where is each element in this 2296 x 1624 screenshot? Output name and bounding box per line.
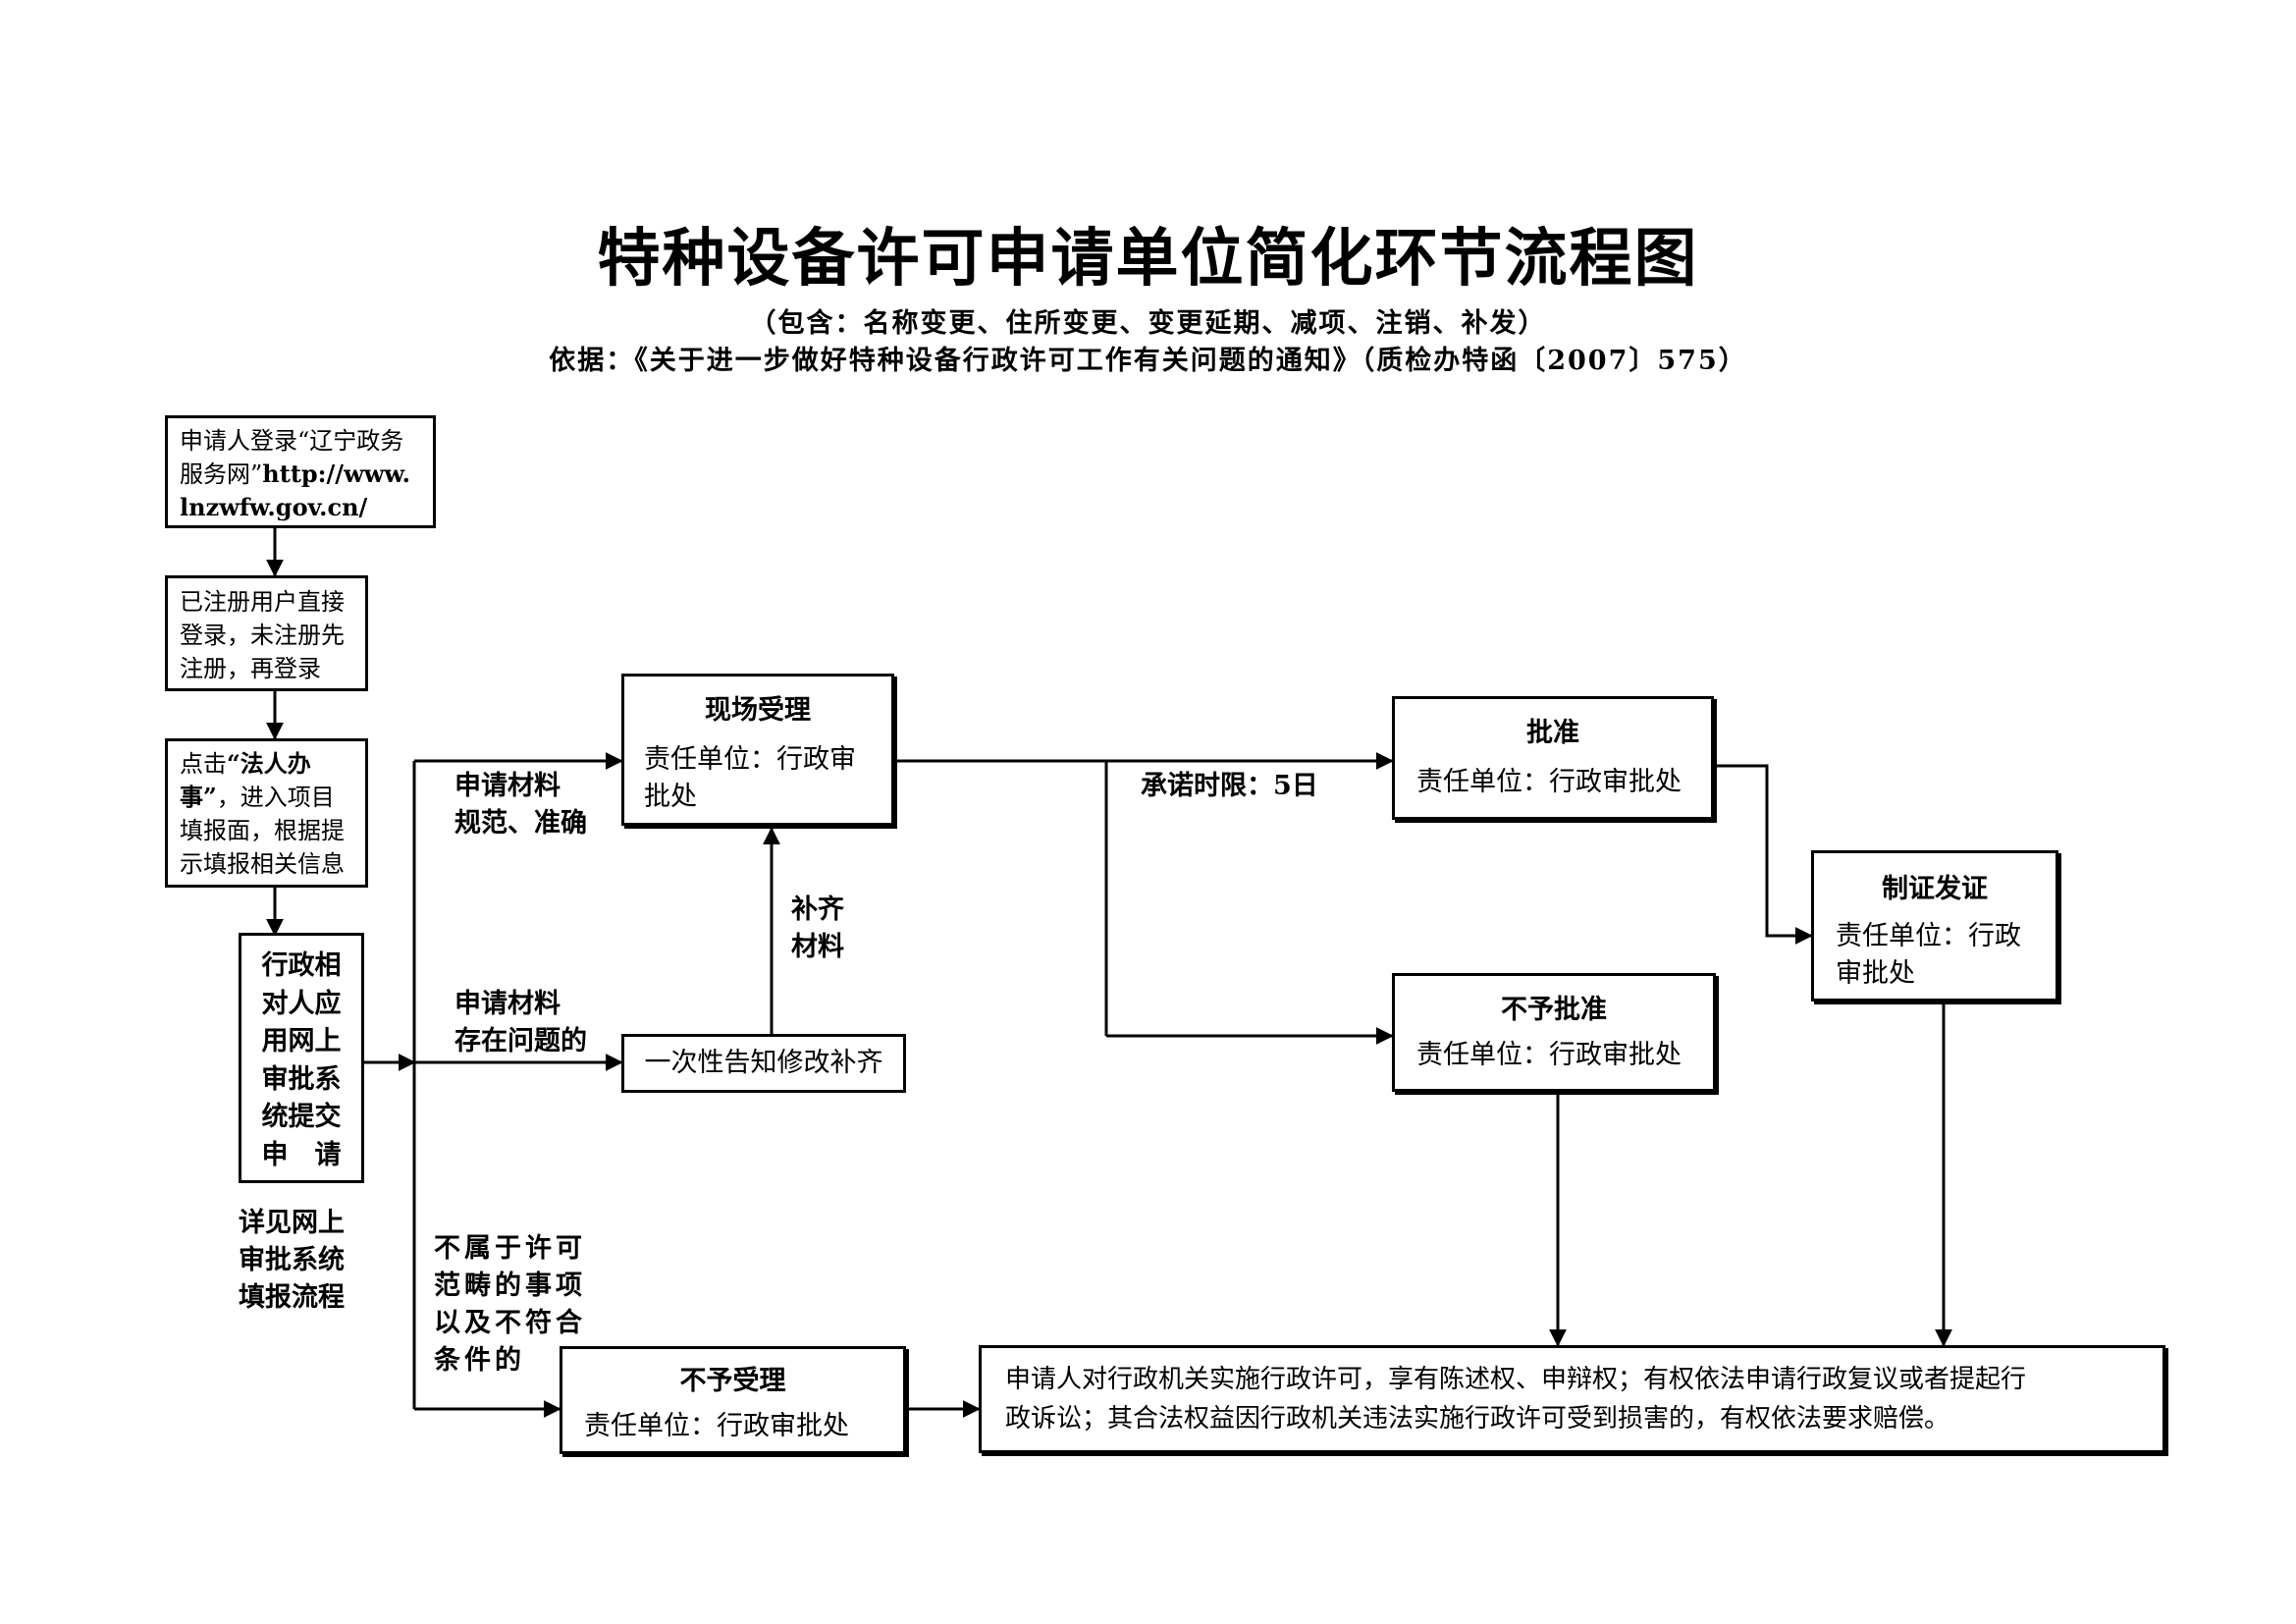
not-accepted-title: 不予受理: [679, 1366, 786, 1396]
applicant-rights-line1: 申请人对行政机关实施行政许可，享有陈述权、申辩权；有权依法申请行政复议或者提起行: [1005, 1365, 2027, 1394]
node-onsite-accept: 现场受理 责任单位：行政审 批处: [621, 674, 894, 826]
onsite-accept-title: 现场受理: [705, 695, 811, 726]
label-materials-ok: 申请材料 规范、准确: [454, 771, 587, 839]
login-line2: 服务网”http://www.: [180, 460, 410, 488]
label-materials-problem: 申请材料 存在问题的: [454, 989, 587, 1056]
approve-title: 批准: [1526, 718, 1579, 748]
label-promised-deadline: 承诺时限：5日: [1141, 771, 1318, 801]
certificate-issue-title: 制证发证: [1882, 874, 1988, 904]
click-line3: 填报面，根据提: [180, 817, 345, 844]
scope-subtitle: （包含：名称变更、住所变更、变更延期、减项、注销、补发）: [749, 308, 1547, 339]
click-line1: 点击“法人办: [180, 749, 311, 778]
node-one-time-notice: 一次性告知修改补齐: [621, 1034, 906, 1093]
certificate-issue-body1: 责任单位：行政: [1836, 921, 2021, 951]
applicant-rights-line2: 政诉讼；其合法权益因行政机关违法实施行政许可受到损害的，有权依法要求赔偿。: [1005, 1404, 1950, 1434]
click-line2: 事”，进入项目: [180, 783, 335, 811]
deny-title: 不予批准: [1501, 995, 1607, 1025]
step-click-box: 点击“法人办 事”，进入项目 填报面，根据提 示填报相关信息: [165, 738, 368, 888]
page-title: 特种设备许可申请单位简化环节流程图: [597, 222, 1699, 296]
label-supplement-materials: 补齐 材料: [791, 894, 844, 962]
onsite-accept-body1: 责任单位：行政审: [644, 744, 856, 775]
onsite-accept-body2: 批处: [644, 782, 697, 812]
not-accepted-body: 责任单位：行政审批处: [584, 1411, 849, 1441]
one-time-notice-text: 一次性告知修改补齐: [644, 1048, 883, 1078]
step-login-box: 申请人登录“辽宁政务 服务网”http://www. lnzwfw.gov.cn…: [165, 415, 436, 528]
deny-body: 责任单位：行政审批处: [1416, 1040, 1682, 1070]
system-flow-note: 详见网上 审批系统 填报流程: [239, 1208, 345, 1313]
step-register-box: 已注册用户直接 登录，未注册先 注册，再登录: [165, 575, 368, 691]
register-line3: 注册，再登录: [180, 655, 321, 682]
submit-text: 行政相 对人应 用网上 审批系 统提交 申 请: [261, 950, 342, 1170]
click-line4: 示填报相关信息: [180, 850, 345, 878]
node-not-accepted: 不予受理 责任单位：行政审批处: [560, 1346, 906, 1454]
legal-basis: 依据：《关于进一步做好特种设备行政许可工作有关问题的通知》（质检办特函〔2007…: [549, 346, 1747, 376]
approve-body: 责任单位：行政审批处: [1416, 767, 1682, 797]
node-deny: 不予批准 责任单位：行政审批处: [1392, 973, 1716, 1092]
node-approve: 批准 责任单位：行政审批处: [1392, 696, 1714, 820]
node-certificate-issue: 制证发证 责任单位：行政 审批处: [1811, 850, 2058, 1001]
login-url: lnzwfw.gov.cn/: [180, 493, 368, 521]
step-submit-box: 行政相 对人应 用网上 审批系 统提交 申 请: [239, 933, 364, 1183]
arrow-approve-to-certify: [1716, 764, 1813, 945]
login-line1: 申请人登录“辽宁政务: [180, 427, 404, 455]
applicant-rights-box: 申请人对行政机关实施行政许可，享有陈述权、申辩权；有权依法申请行政复议或者提起行…: [979, 1345, 2165, 1453]
label-out-of-scope: 不属于许可 范畴的事项 以及不符合 条件的: [434, 1233, 586, 1376]
register-line2: 登录，未注册先: [180, 622, 345, 649]
register-line1: 已注册用户直接: [180, 588, 345, 616]
certificate-issue-body2: 审批处: [1836, 958, 1915, 989]
